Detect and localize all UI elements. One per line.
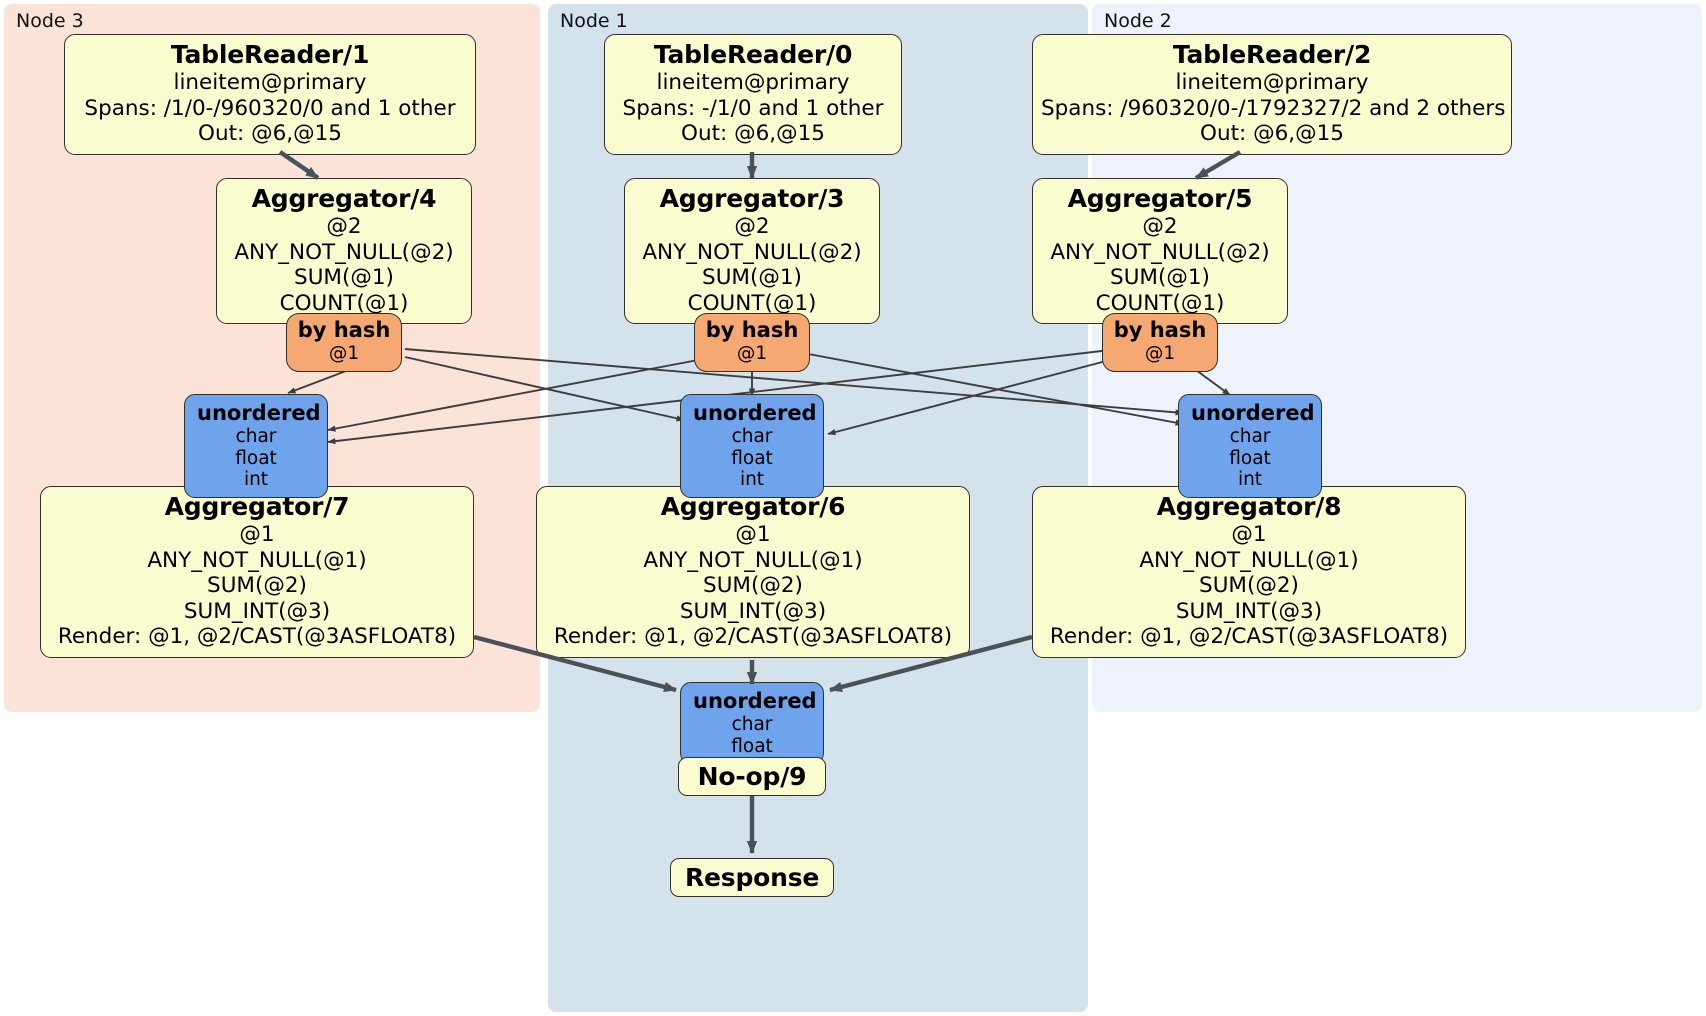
processor-title: Aggregator/3 bbox=[659, 184, 845, 213]
router-by-hash-center[interactable]: by hash @1 bbox=[694, 313, 810, 372]
node-panel-label-node2: Node 2 bbox=[1104, 10, 1172, 32]
synchronizer-title: unordered bbox=[1191, 401, 1315, 425]
processor-line: Out: @6,@15 bbox=[198, 121, 342, 146]
processor-title: Aggregator/4 bbox=[251, 184, 437, 213]
synchronizer-unordered-right[interactable]: unordered char float int bbox=[1178, 394, 1322, 498]
processor-aggregator-7[interactable]: Aggregator/7 @1 ANY_NOT_NULL(@1) SUM(@2)… bbox=[40, 486, 474, 658]
processor-line: SUM_INT(@3) bbox=[183, 598, 331, 624]
router-title: by hash bbox=[705, 318, 799, 342]
synchronizer-unordered-left[interactable]: unordered char float int bbox=[184, 394, 328, 498]
synchronizer-title: unordered bbox=[197, 401, 321, 425]
synchronizer-line: int bbox=[1237, 469, 1263, 490]
processor-line: ANY_NOT_NULL(@2) bbox=[1050, 239, 1270, 265]
synchronizer-line: float bbox=[1229, 447, 1271, 469]
processor-line: SUM(@2) bbox=[1199, 573, 1299, 598]
processor-noop-9[interactable]: No-op/9 bbox=[678, 757, 826, 796]
processor-line: Spans: /1/0-/960320/0 and 1 other bbox=[84, 95, 456, 121]
processor-aggregator-3[interactable]: Aggregator/3 @2 ANY_NOT_NULL(@2) SUM(@1)… bbox=[624, 178, 880, 324]
processor-line: COUNT(@1) bbox=[1095, 290, 1225, 316]
synchronizer-line: char bbox=[235, 426, 277, 447]
processor-aggregator-4[interactable]: Aggregator/4 @2 ANY_NOT_NULL(@2) SUM(@1)… bbox=[216, 178, 472, 324]
processor-title: Response bbox=[685, 863, 820, 892]
router-line: @1 bbox=[1144, 343, 1176, 364]
processor-line: ANY_NOT_NULL(@2) bbox=[234, 239, 454, 265]
processor-aggregator-5[interactable]: Aggregator/5 @2 ANY_NOT_NULL(@2) SUM(@1)… bbox=[1032, 178, 1288, 324]
processor-line: @1 bbox=[735, 522, 771, 547]
node-panel-label-node3: Node 3 bbox=[16, 10, 84, 32]
processor-response[interactable]: Response bbox=[670, 858, 834, 897]
processor-line: Render: @1, @2/CAST(@3ASFLOAT8) bbox=[1049, 624, 1449, 649]
processor-title: TableReader/2 bbox=[1172, 40, 1372, 69]
processor-tablereader-0[interactable]: TableReader/0 lineitem@primary Spans: -/… bbox=[604, 34, 902, 155]
processor-title: TableReader/0 bbox=[653, 40, 853, 69]
processor-line: SUM(@1) bbox=[702, 265, 802, 290]
processor-line: SUM_INT(@3) bbox=[679, 598, 827, 624]
synchronizer-line: int bbox=[243, 469, 269, 490]
processor-line: COUNT(@1) bbox=[687, 290, 817, 316]
router-line: @1 bbox=[328, 343, 360, 364]
processor-line: Out: @6,@15 bbox=[681, 121, 825, 146]
processor-title: TableReader/1 bbox=[170, 40, 370, 69]
processor-tablereader-2[interactable]: TableReader/2 lineitem@primary Spans: /9… bbox=[1032, 34, 1512, 155]
processor-line: Out: @6,@15 bbox=[1200, 121, 1344, 146]
processor-line: lineitem@primary bbox=[173, 70, 367, 95]
synchronizer-unordered-center[interactable]: unordered char float int bbox=[680, 394, 824, 498]
processor-line: lineitem@primary bbox=[656, 70, 850, 95]
synchronizer-line: int bbox=[739, 469, 765, 490]
processor-aggregator-6[interactable]: Aggregator/6 @1 ANY_NOT_NULL(@1) SUM(@2)… bbox=[536, 486, 970, 658]
synchronizer-line: char bbox=[1229, 426, 1271, 447]
processor-line: Render: @1, @2/CAST(@3ASFLOAT8) bbox=[553, 624, 953, 649]
processor-line: ANY_NOT_NULL(@1) bbox=[1139, 547, 1359, 573]
processor-tablereader-1[interactable]: TableReader/1 lineitem@primary Spans: /1… bbox=[64, 34, 476, 155]
processor-line: SUM(@2) bbox=[703, 573, 803, 598]
processor-line: @1 bbox=[239, 522, 275, 547]
processor-line: SUM_INT(@3) bbox=[1175, 598, 1323, 624]
processor-line: @2 bbox=[326, 214, 362, 239]
processor-line: @1 bbox=[1231, 522, 1267, 547]
processor-line: SUM(@1) bbox=[294, 265, 394, 290]
processor-line: @2 bbox=[1142, 214, 1178, 239]
router-line: @1 bbox=[736, 343, 768, 364]
processor-line: SUM(@2) bbox=[207, 573, 307, 598]
processor-title: Aggregator/5 bbox=[1067, 184, 1253, 213]
processor-line: Render: @1, @2/CAST(@3ASFLOAT8) bbox=[57, 624, 457, 649]
node-panel-label-node1: Node 1 bbox=[560, 10, 628, 32]
processor-line: ANY_NOT_NULL(@2) bbox=[642, 239, 862, 265]
synchronizer-title: unordered bbox=[693, 689, 817, 713]
router-by-hash-left[interactable]: by hash @1 bbox=[286, 313, 402, 372]
processor-line: lineitem@primary bbox=[1175, 70, 1369, 95]
router-title: by hash bbox=[297, 318, 391, 342]
processor-line: ANY_NOT_NULL(@1) bbox=[643, 547, 863, 573]
processor-line: COUNT(@1) bbox=[279, 290, 409, 316]
synchronizer-line: char bbox=[731, 426, 773, 447]
processor-line: Spans: -/1/0 and 1 other bbox=[622, 95, 884, 121]
router-title: by hash bbox=[1113, 318, 1207, 342]
synchronizer-line: float bbox=[731, 447, 773, 469]
router-by-hash-right[interactable]: by hash @1 bbox=[1102, 313, 1218, 372]
processor-line: SUM(@1) bbox=[1110, 265, 1210, 290]
processor-line: Spans: /960320/0-/1792327/2 and 2 others bbox=[1041, 95, 1506, 121]
synchronizer-line: float bbox=[235, 447, 277, 469]
synchronizer-line: float bbox=[731, 735, 773, 757]
synchronizer-unordered-final[interactable]: unordered char float bbox=[680, 682, 824, 764]
processor-line: ANY_NOT_NULL(@1) bbox=[147, 547, 367, 573]
processor-line: @2 bbox=[734, 214, 770, 239]
synchronizer-title: unordered bbox=[693, 401, 817, 425]
processor-aggregator-8[interactable]: Aggregator/8 @1 ANY_NOT_NULL(@1) SUM(@2)… bbox=[1032, 486, 1466, 658]
synchronizer-line: char bbox=[731, 714, 773, 735]
processor-title: No-op/9 bbox=[697, 762, 807, 791]
